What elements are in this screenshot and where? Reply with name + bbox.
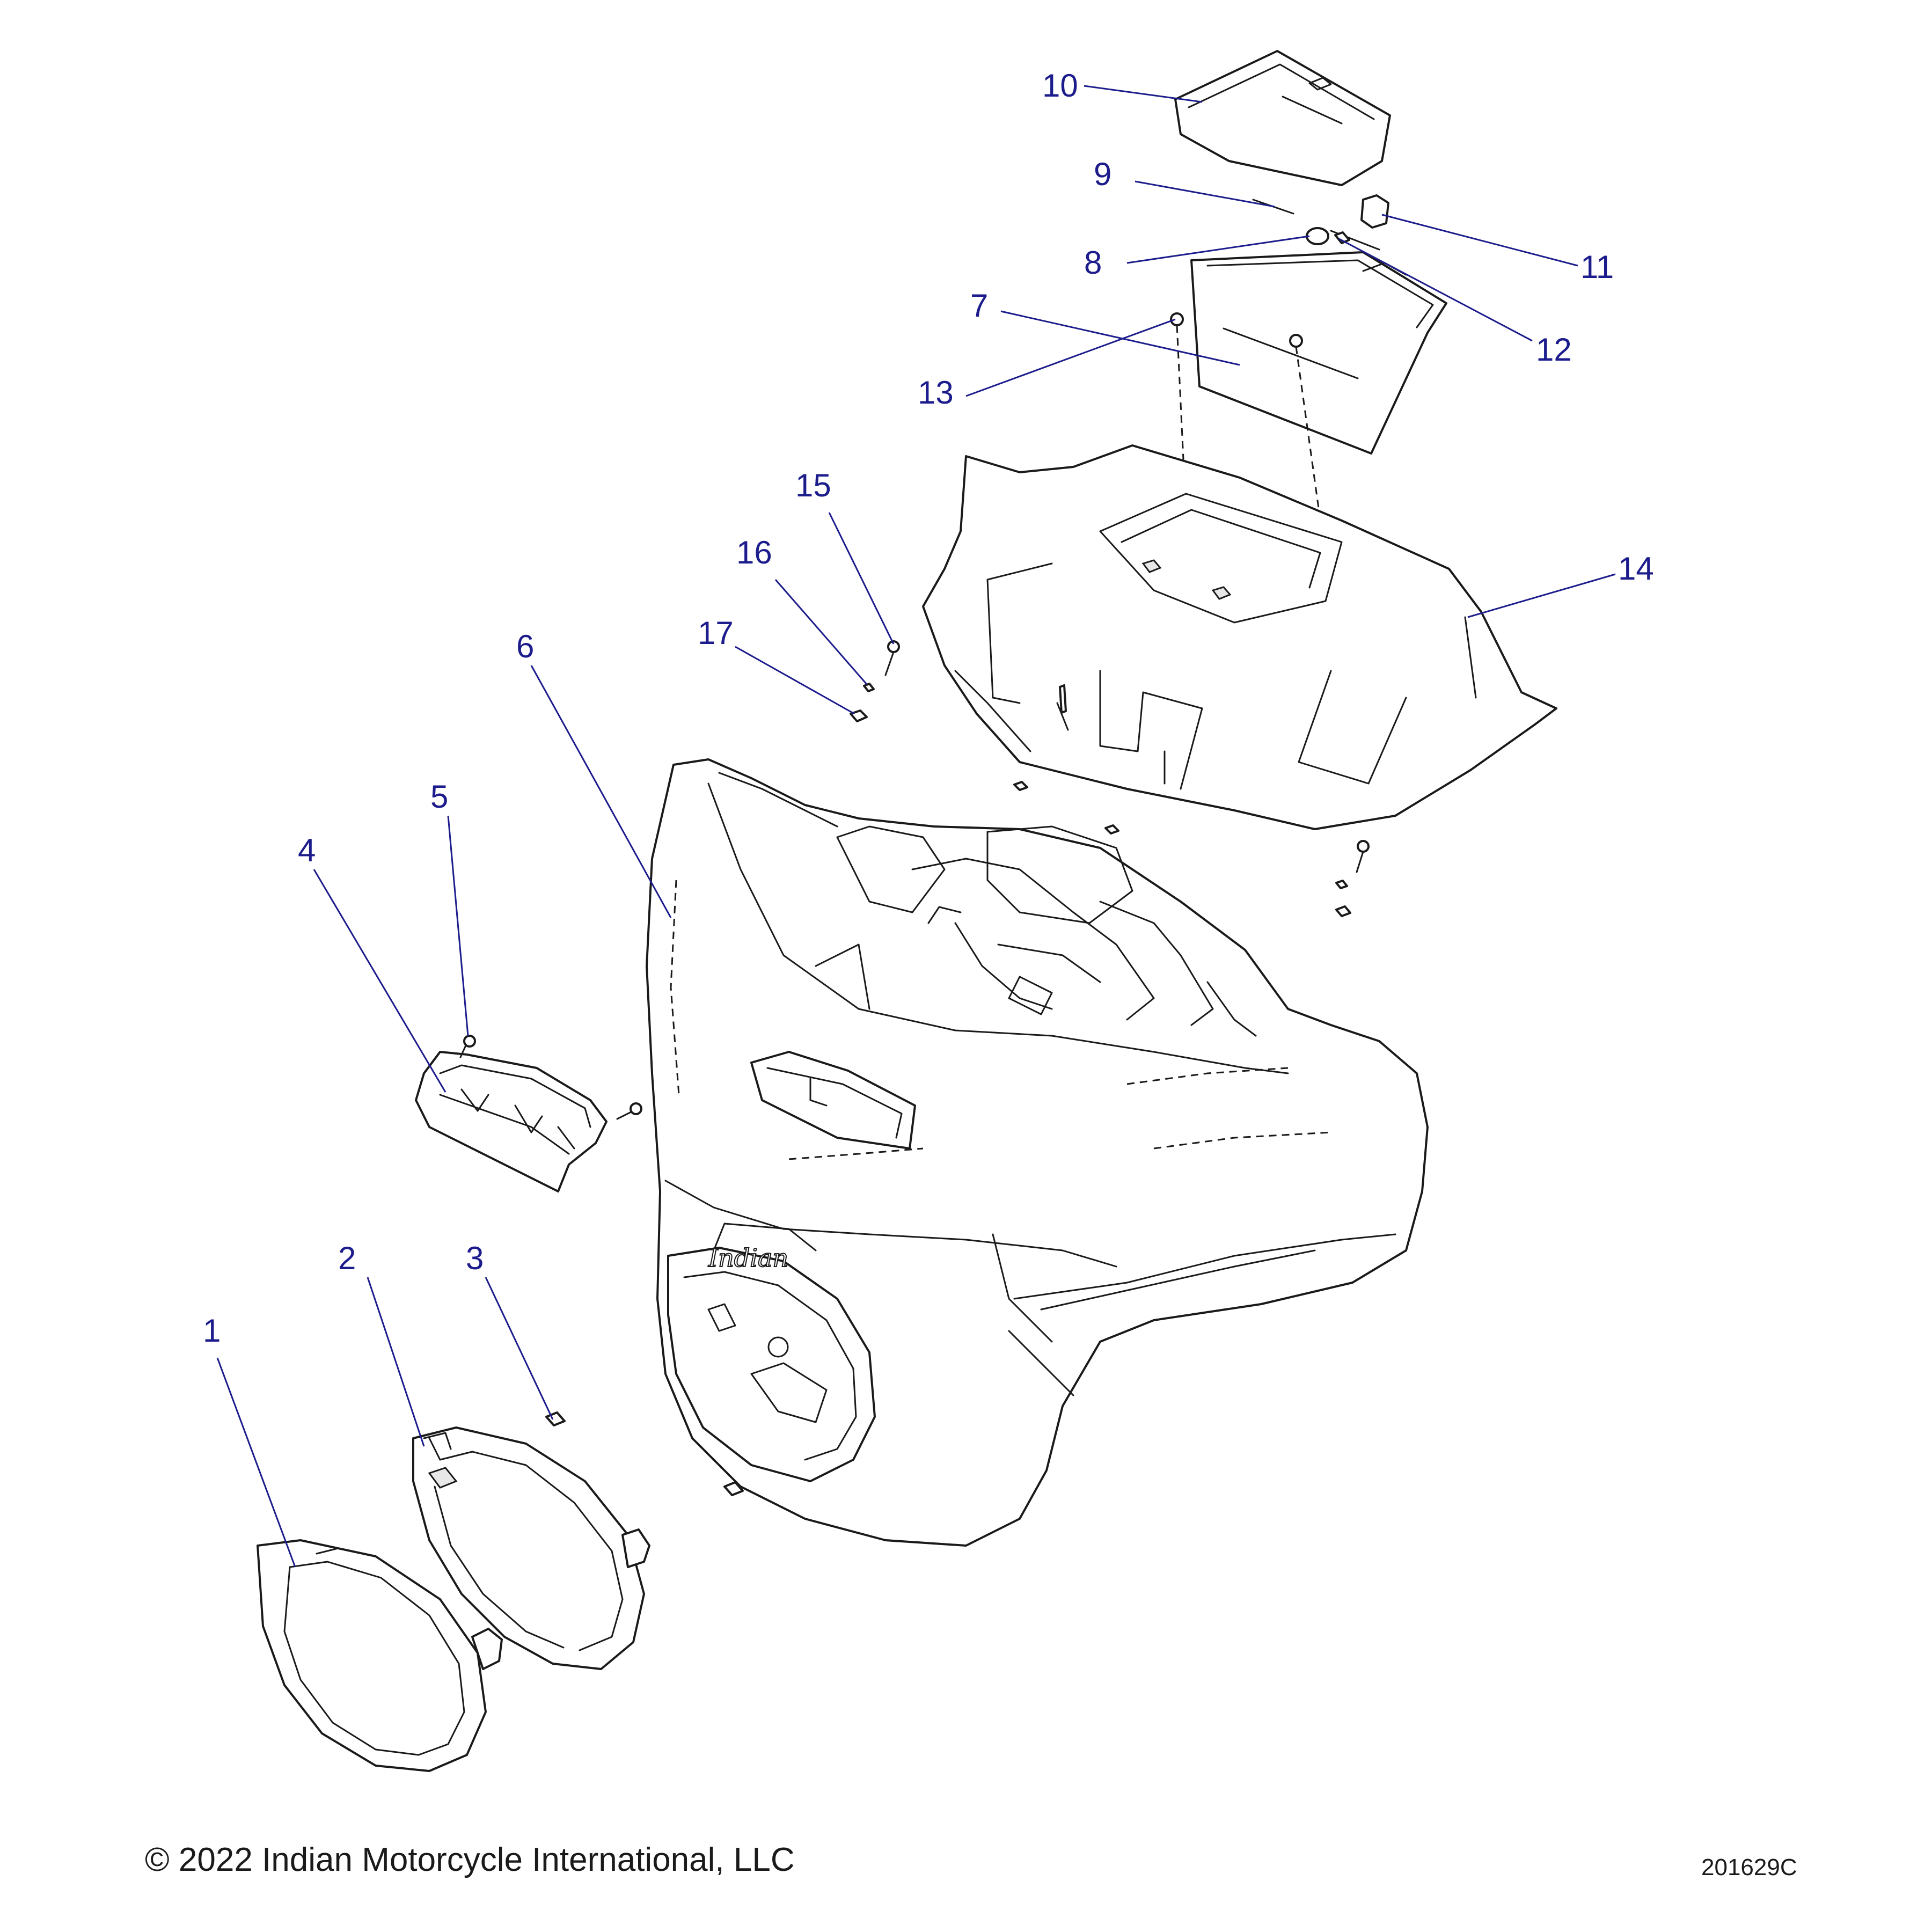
- document-number: 201629C: [1701, 1854, 1797, 1880]
- part-11-latch: [1360, 194, 1389, 229]
- callout-8: 8: [1084, 245, 1102, 281]
- part-5-screws: [459, 1035, 642, 1120]
- part-6-outer-fairing: Indian: [646, 758, 1429, 1547]
- callout-10: 10: [1042, 68, 1078, 104]
- copyright-notice: © 2022 Indian Motorcycle International, …: [145, 1841, 795, 1878]
- callout-9: 9: [1094, 156, 1111, 192]
- callout-1: 1: [203, 1313, 221, 1349]
- part-4-lamp-housing: [415, 1051, 608, 1192]
- callout-16: 16: [736, 535, 772, 570]
- callout-11: 11: [1580, 249, 1614, 285]
- part-2-trim-ring: [412, 1426, 650, 1670]
- callout-15: 15: [795, 467, 831, 503]
- callout-7: 7: [970, 288, 988, 324]
- callout-leaders: [216, 85, 1616, 1568]
- callout-17: 17: [698, 615, 734, 651]
- part-8-bushing: [1306, 227, 1329, 245]
- callout-labels: 1 2 3 4 5 6 7 8 9 10 11 12 13 14 15 16 1…: [203, 68, 1654, 1349]
- indian-logo: Indian: [708, 1243, 788, 1272]
- callout-3: 3: [466, 1240, 484, 1276]
- callout-12: 12: [1536, 332, 1572, 368]
- part-12-hinge: [1330, 230, 1380, 251]
- part-7-storage-bin: [1190, 251, 1447, 455]
- callout-2: 2: [338, 1240, 356, 1276]
- callout-6: 6: [516, 628, 534, 664]
- callout-4: 4: [298, 832, 316, 868]
- part-1-headlight-bezel: [257, 1539, 503, 1772]
- part-14-inner-fairing: [922, 444, 1557, 830]
- callout-5: 5: [430, 779, 448, 815]
- part-10-storage-lid: [1174, 50, 1391, 186]
- parts-15-16-17-fasteners: [850, 640, 1370, 917]
- callout-13: 13: [918, 375, 954, 411]
- callout-14: 14: [1618, 551, 1654, 587]
